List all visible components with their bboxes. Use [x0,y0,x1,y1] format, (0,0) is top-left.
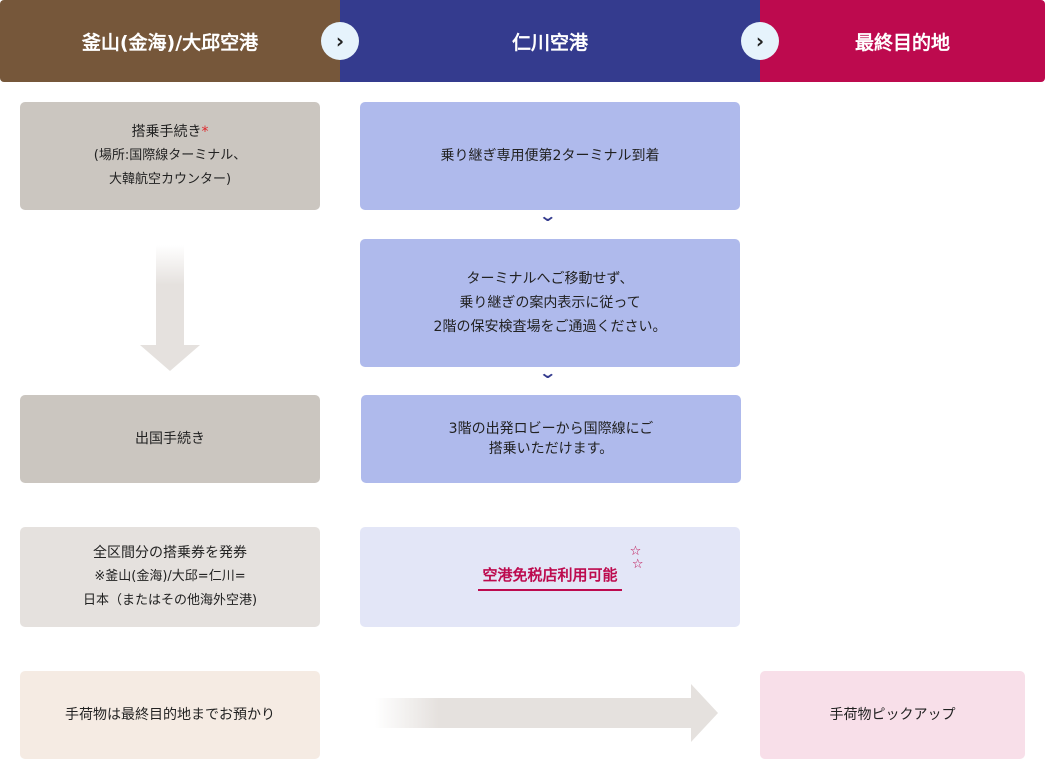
ticket-line: 日本（またはその他海外空港) [82,593,258,608]
chevron-right-icon: › [321,22,359,60]
sparkle-stars-icon: ☆ ☆ [627,544,644,572]
departure-step: 出国手続き [20,395,320,483]
boarding-line: 搭乗いただけます。 [488,441,614,457]
ticket-line: ※釜山(金海)/大邱=仁川= [94,569,246,584]
guide-step: ターミナルへご移動せず、 乗り継ぎの案内表示に従って 2階の保安検査場をご通過く… [360,239,740,367]
baggage-step: 手荷物は最終目的地までお預かり [20,671,320,759]
required-mark: * [201,124,209,140]
guide-line: ターミナルへご移動せず、 [466,271,634,287]
boarding-line: 3階の出発ロビーから国際線にご [448,421,654,437]
chevron-down-icon: ⌄ [538,363,558,382]
down-arrow-icon [140,245,200,371]
header-destination: 最終目的地 [760,0,1045,82]
right-arrow-icon [375,684,718,742]
dutyfree-step: 空港免税店利用可能 ☆ ☆ [360,527,740,627]
chevron-right-icon: › [741,22,779,60]
ticket-line: 全区間分の搭乗券を発券 [93,545,247,561]
checkin-counter: 大韓航空カウンター) [108,172,232,187]
pickup-label: 手荷物ピックアップ [829,707,956,723]
dutyfree-link: 空港免税店利用可能 ☆ ☆ [478,545,644,591]
checkin-step: 搭乗手続き* (場所:国際線ターミナル、 大韓航空カウンター) [20,102,320,210]
checkin-title: 搭乗手続き [131,124,202,140]
checkin-location: (場所:国際線ターミナル、 [93,148,247,163]
destination-label: 最終目的地 [854,31,950,54]
header-origin: 釜山(金海)/大邱空港 [0,0,340,82]
arrival-step: 乗り継ぎ専用便第2ターミナル到着 [360,102,740,210]
pickup-step: 手荷物ピックアップ [760,671,1025,759]
baggage-label: 手荷物は最終目的地までお預かり [65,707,275,723]
guide-line: 乗り継ぎの案内表示に従って [459,295,641,311]
chevron-down-icon: ⌄ [538,206,558,225]
guide-line: 2階の保安検査場をご通過ください。 [433,319,667,335]
transit-label: 仁川空港 [511,31,588,54]
arrival-label: 乗り継ぎ専用便第2ターミナル到着 [440,148,660,164]
ticket-step: 全区間分の搭乗券を発券 ※釜山(金海)/大邱=仁川= 日本（またはその他海外空港… [20,527,320,627]
dutyfree-label: 空港免税店利用可能 [482,566,618,584]
origin-label: 釜山(金海)/大邱空港 [81,31,259,54]
departure-label: 出国手続き [135,431,205,447]
boarding-step: 3階の出発ロビーから国際線にご 搭乗いただけます。 [361,395,741,483]
header-transit: 仁川空港 [340,0,760,82]
